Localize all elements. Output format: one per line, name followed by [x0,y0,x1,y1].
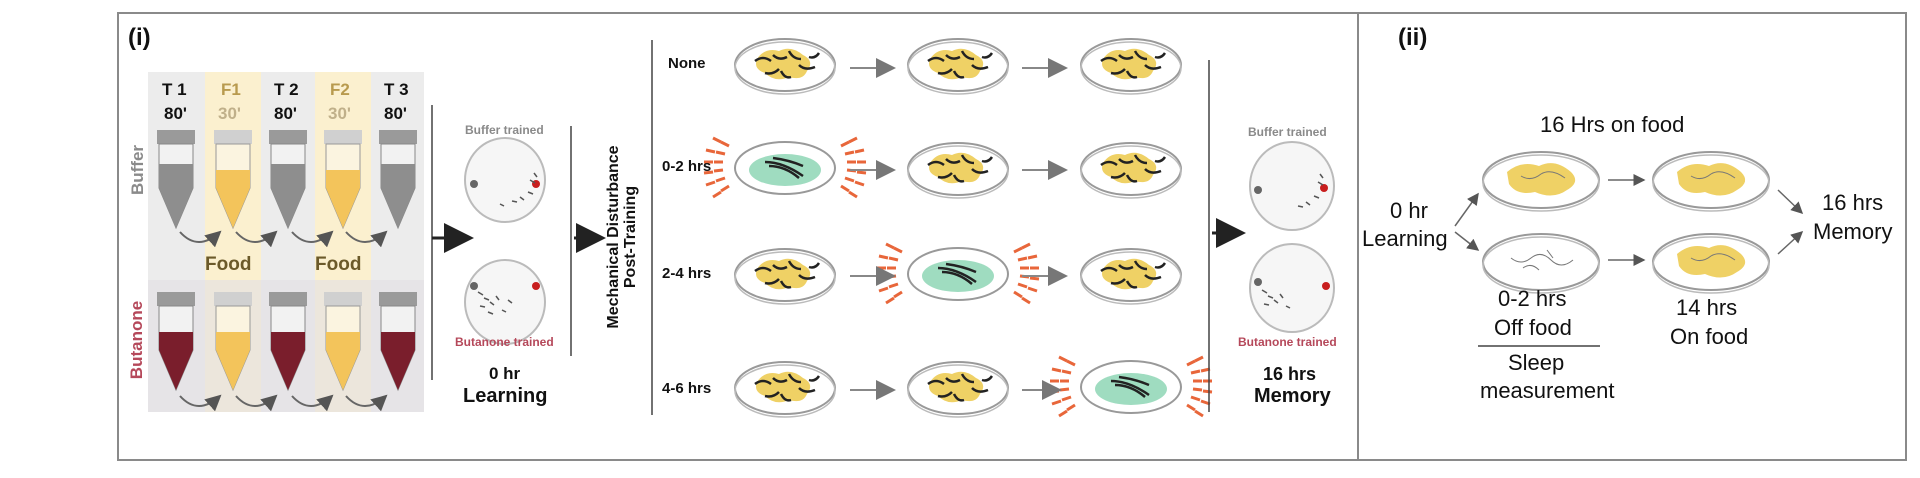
memory-bracket [1208,60,1246,412]
row-0-2hrs: 0-2 hrs [662,158,712,175]
tubes-buffer-row [157,130,417,230]
panel-label-ii: (ii) [1398,24,1428,51]
panel-label-i: (i) [128,24,151,51]
memory-buffer-trained: Buffer trained [1248,125,1327,139]
ii-start-time: 0 hr [1390,198,1428,223]
memory-plates [1249,141,1335,333]
ii-start-label: Learning [1362,226,1448,251]
food-label-2: Food [315,254,362,275]
tubes-butanone-row [157,292,417,392]
tube-header-t1: T 1 [162,80,187,99]
row-label-buffer: Buffer [128,144,147,196]
tube-header-t2: T 2 [274,80,299,99]
food-label-1: Food [205,254,252,275]
transfer-arrows [179,230,388,412]
learning-buffer-trained: Buffer trained [465,123,544,137]
tube-time-f1: 30' [218,104,241,123]
tube-time-t2: 80' [274,104,297,123]
ii-off-label: Off food [1494,315,1572,340]
memory-time: 16 hrs [1263,364,1317,384]
tube-time-t1: 80' [164,104,187,123]
figure-frame [117,12,1907,461]
disturbance-grid [651,37,1214,419]
axis-line-2: Post-Training [622,185,639,289]
ii-end-label: Memory [1813,219,1893,244]
tube-time-f2: 30' [328,104,351,123]
ii-off-time: 0-2 hrs [1498,286,1567,311]
row-none: None [668,55,706,72]
ii-top-label: 16 Hrs on food [1540,112,1685,137]
learning-label: Learning [463,385,548,407]
row-2-4hrs: 2-4 hrs [662,265,712,282]
tube-header-t3: T 3 [384,80,409,99]
panel-divider [1357,12,1359,461]
tube-time-t3: 80' [384,104,407,123]
learning-bracket [431,105,474,380]
learning-time: 0 hr [489,364,521,383]
learning-plates [464,126,606,356]
row-4-6hrs: 4-6 hrs [662,380,712,397]
ii-on-time: 14 hrs [1676,295,1738,320]
tube-header-f2: F2 [330,80,350,99]
ii-on-label: On food [1670,324,1749,349]
learning-butanone-trained: Butanone trained [455,335,554,349]
axis-line-1: Mechanical Disturbance [605,145,622,329]
ii-sleep-2: measurement [1480,378,1615,403]
disturbance-axis-label: Mechanical Disturbance Post-Training [605,137,639,337]
panel-ii-graphics [1454,151,1804,347]
memory-butanone-trained: Butanone trained [1238,335,1337,349]
ii-sleep-1: Sleep [1508,350,1565,375]
tube-header-f1: F1 [221,80,241,99]
ii-end-time: 16 hrs [1822,190,1884,215]
row-label-butanone: Butanone [127,300,146,380]
memory-label: Memory [1254,385,1331,407]
